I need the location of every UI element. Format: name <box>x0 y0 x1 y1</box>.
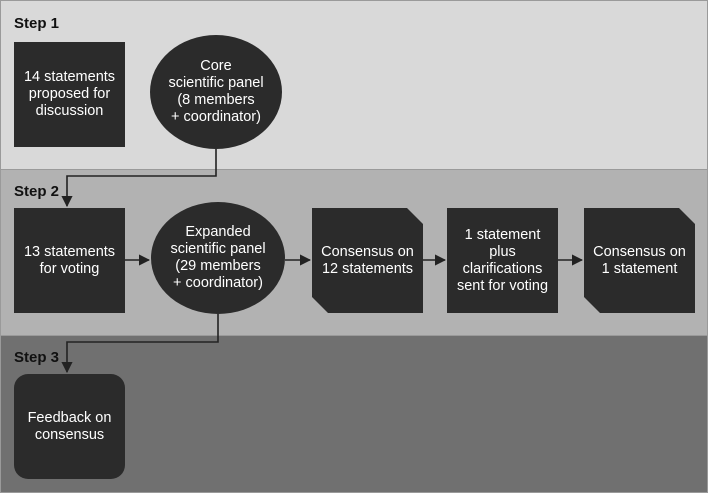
step-2-label: Step 2 <box>14 183 60 200</box>
arrow-core-to-voting <box>61 149 217 208</box>
step-3-label: Step 3 <box>14 349 60 366</box>
node-clarifications-shape <box>447 208 558 313</box>
node-consensus-12-label: Consensus on 12 statements <box>321 243 414 277</box>
node-core-panel-label: Core scientific panel (8 members + coord… <box>168 58 264 125</box>
node-clarifications-label: 1 statement plus clarifications sent for… <box>456 226 549 294</box>
node-proposed-label: 14 statements proposed for discussion <box>23 69 116 119</box>
step-1-label: Step 1 <box>14 15 60 32</box>
node-core-panel-shape <box>150 35 282 149</box>
node-consensus-12-shape <box>312 208 423 313</box>
node-voting-shape <box>14 208 125 313</box>
node-expanded-panel-label: Expanded scientific panel (29 members + … <box>170 224 266 291</box>
node-consensus-1-label: Consensus on 1 statement <box>593 243 686 277</box>
node-expanded-panel-shape <box>151 202 285 314</box>
arrow-expanded-to-feedback <box>61 314 219 374</box>
node-voting-label: 13 statements for voting <box>23 243 116 277</box>
node-feedback-shape <box>14 374 125 479</box>
node-consensus-1-shape <box>584 208 695 313</box>
node-proposed-shape <box>14 42 125 147</box>
node-feedback-label: Feedback on consensus <box>27 409 112 443</box>
